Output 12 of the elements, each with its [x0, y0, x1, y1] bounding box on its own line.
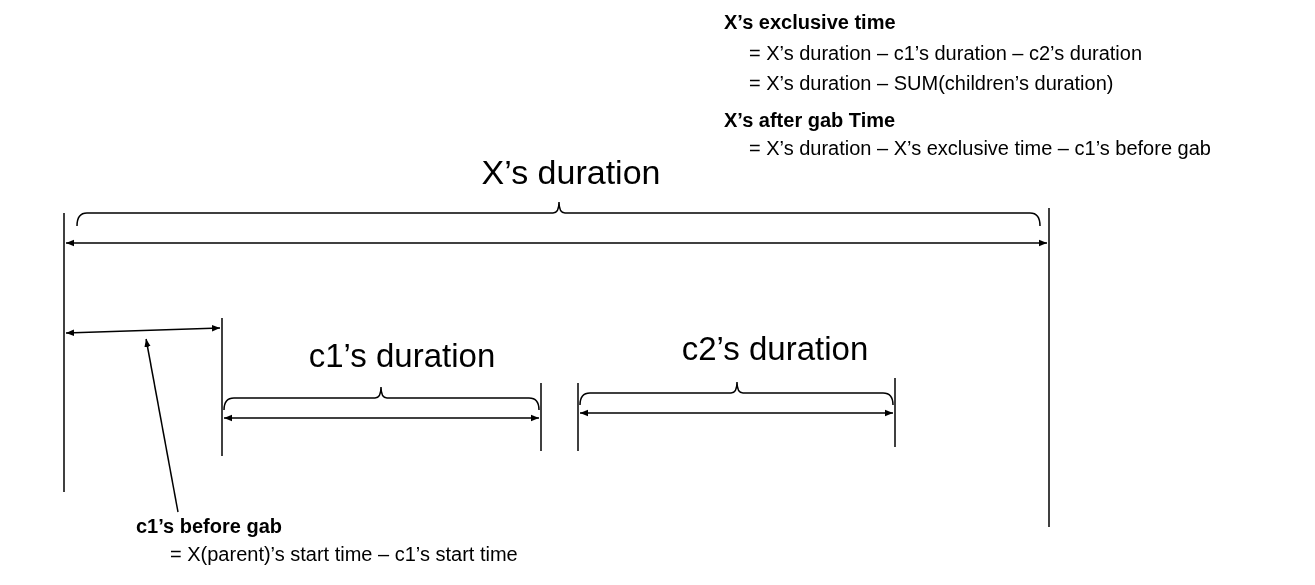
- dimension-label: X’s duration: [481, 151, 661, 193]
- formula-text: = X’s duration – X’s exclusive time – c1’s before gab: [749, 136, 1211, 160]
- dimension-label: c1’s duration: [308, 336, 496, 376]
- formula-heading: X’s after gab Time: [724, 108, 896, 132]
- dimension-label: c2’s duration: [681, 329, 869, 369]
- formula-heading: X’s exclusive time: [724, 10, 896, 34]
- formula-text: = X’s duration – c1’s duration – c2’s duration: [749, 41, 1143, 65]
- leader-line: [144, 338, 179, 513]
- note-heading: c1’s before gab: [136, 514, 283, 539]
- dimension-line: [65, 325, 221, 336]
- formula-text: = X(parent)’s start time – c1’s start time: [170, 542, 518, 567]
- formula-text: = X’s duration – SUM(children’s duration): [749, 71, 1114, 95]
